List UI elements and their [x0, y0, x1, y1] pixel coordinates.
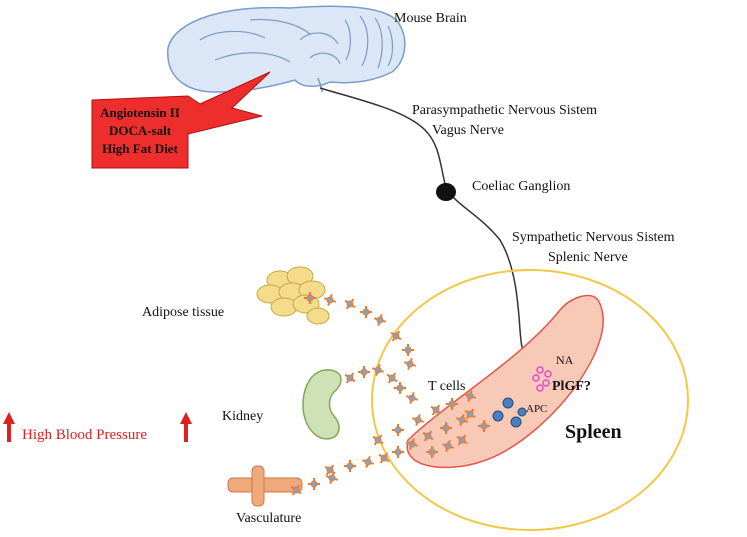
tcell-icon: [405, 391, 419, 405]
apc-label: APC: [526, 403, 547, 415]
kidney-label: Kidney: [222, 409, 263, 424]
tcell-icon: [390, 330, 402, 342]
nerve-path: [319, 87, 529, 367]
hbp-up-arrow-left-icon: [3, 412, 15, 442]
tcell-icon: [392, 424, 404, 436]
tcell-icon: [440, 422, 452, 434]
stimulus-doca-salt: DOCA-salt: [109, 123, 172, 138]
spleen-organ: [406, 294, 604, 469]
kidney-illustration: [302, 369, 342, 440]
tcell-icon: [358, 366, 370, 378]
hbp-label: High Blood Pressure: [22, 427, 147, 443]
tcells-label: T cells: [428, 379, 465, 394]
stimulus-angiotensin: Angiotensin II: [100, 105, 180, 120]
tcell-icon: [323, 293, 337, 307]
tcell-icon: [304, 292, 316, 304]
tcell-icon: [446, 398, 458, 410]
adipose-label: Adipose tissue: [142, 305, 224, 320]
tcell-icon: [456, 434, 468, 446]
tcell-icon: [360, 306, 372, 318]
tcell-icon: [361, 455, 375, 469]
stimulus-lightning: [91, 71, 271, 169]
brain-label: Mouse Brain: [394, 11, 467, 26]
tcell-icon: [378, 452, 390, 464]
sym-label-2: Splenic Nerve: [548, 250, 628, 265]
tcell-icon: [344, 460, 356, 472]
tcell-icon: [426, 446, 438, 458]
parasym-label-2: Vagus Nerve: [432, 123, 504, 138]
tcell-icon: [422, 430, 434, 442]
vasculature-label: Vasculature: [236, 511, 301, 526]
na-label: NA: [556, 353, 574, 367]
tcell-cluster: [290, 292, 490, 496]
spleen-label: Spleen: [565, 421, 622, 443]
tcell-icon: [402, 344, 414, 356]
tcell-icon: [405, 437, 419, 451]
tcell-icon: [386, 372, 398, 384]
tcell-icon: [441, 439, 455, 453]
spleen-circle: [371, 269, 689, 531]
tcell-icon: [344, 298, 356, 310]
ganglion-label: Coeliac Ganglion: [472, 179, 570, 194]
tcell-icon: [403, 357, 417, 371]
parasym-label-1: Parasympathetic Nervous Sistem: [412, 103, 597, 118]
sym-label-1: Sympathetic Nervous Sistem: [512, 230, 675, 245]
adipose-tissue-illustration: [256, 266, 330, 325]
plgf-label: PlGF?: [552, 379, 591, 394]
stimulus-high-fat-diet: High Fat Diet: [102, 141, 178, 156]
tcell-icon: [325, 471, 339, 485]
hbp-up-arrow-right-icon: [180, 412, 192, 442]
tcell-icon: [455, 413, 469, 427]
tcell-icon: [411, 413, 425, 427]
tcell-icon: [463, 389, 477, 403]
tcell-icon: [344, 372, 356, 384]
tcell-icon: [372, 434, 384, 446]
tcell-icon: [371, 363, 385, 377]
tcell-icon: [394, 382, 406, 394]
tcell-icon: [392, 446, 404, 458]
tcell-icon: [430, 404, 442, 416]
vasculature-illustration: [227, 465, 303, 507]
tcell-icon: [373, 313, 387, 327]
apc-cells: [492, 397, 527, 428]
mouse-brain-illustration: [167, 5, 406, 93]
tcell-icon: [478, 420, 490, 432]
coeliac-ganglion-node: [436, 183, 456, 201]
plgf-dots: [532, 366, 552, 392]
tcell-icon: [308, 478, 320, 490]
tcell-icon: [290, 484, 302, 496]
tcell-icon: [464, 408, 476, 420]
